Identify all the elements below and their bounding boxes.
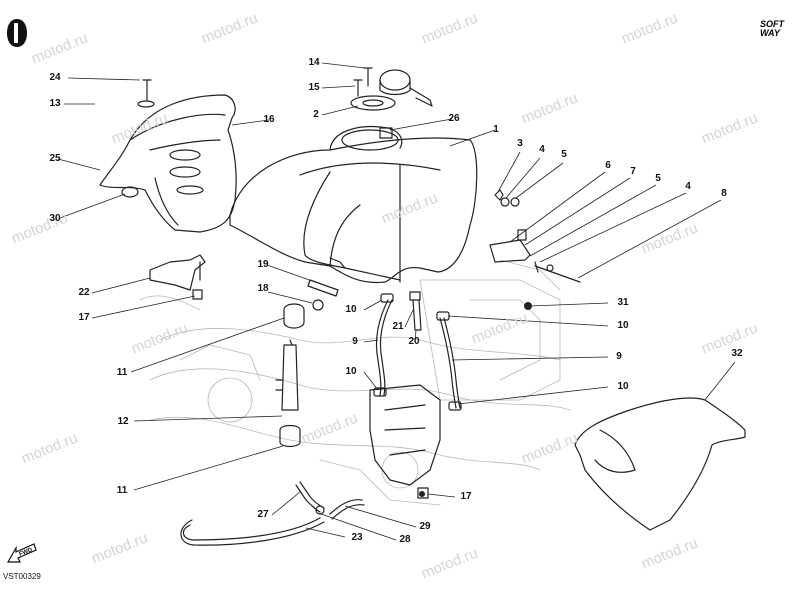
fwd-label: FWD bbox=[18, 547, 34, 558]
ducati-logo-icon bbox=[7, 19, 27, 47]
breather-hose bbox=[303, 171, 401, 281]
callout-5: 5 bbox=[561, 149, 567, 160]
callout-11b: 11 bbox=[116, 485, 128, 496]
fuel-hose-left bbox=[375, 299, 389, 396]
fuel-tank-ridge bbox=[329, 126, 403, 151]
callout-19: 19 bbox=[257, 259, 269, 270]
callout-5b: 5 bbox=[655, 173, 661, 184]
fuel-filter-assembly bbox=[369, 384, 441, 486]
rear-mount-bracket bbox=[489, 239, 531, 263]
callout-6: 6 bbox=[605, 160, 611, 171]
fwd-arrow-icon: FWD bbox=[6, 543, 37, 563]
tank-bracket bbox=[149, 254, 206, 291]
fuel-pump bbox=[281, 344, 299, 411]
callout-16: 16 bbox=[263, 114, 275, 125]
callout-2: 2 bbox=[313, 109, 319, 120]
callout-24: 24 bbox=[49, 72, 61, 83]
callout-18: 18 bbox=[257, 283, 269, 294]
callout-26: 26 bbox=[448, 113, 460, 124]
nut-31 bbox=[524, 302, 532, 310]
callout-32: 32 bbox=[731, 348, 743, 359]
callout-23: 23 bbox=[351, 532, 363, 543]
filler-neck bbox=[341, 129, 399, 151]
callout-10: 10 bbox=[345, 304, 357, 315]
callout-9: 9 bbox=[352, 336, 358, 347]
callout-17: 17 bbox=[78, 312, 90, 323]
callout-10d: 10 bbox=[617, 381, 629, 392]
lower-hose bbox=[182, 517, 321, 541]
callout-4: 4 bbox=[539, 144, 545, 155]
callout-29: 29 bbox=[419, 521, 431, 532]
callout-10c: 10 bbox=[617, 320, 629, 331]
callout-27: 27 bbox=[257, 509, 269, 520]
callout-3: 3 bbox=[517, 138, 523, 149]
callout-21: 21 bbox=[392, 321, 404, 332]
filler-cap bbox=[379, 69, 411, 91]
callout-20: 20 bbox=[408, 336, 420, 347]
fuel-pump-cap bbox=[283, 303, 305, 329]
callout-13: 13 bbox=[49, 98, 61, 109]
callout-22: 22 bbox=[78, 287, 90, 298]
engine-background bbox=[139, 259, 571, 506]
callout-11: 11 bbox=[116, 367, 128, 378]
callout-28: 28 bbox=[399, 534, 411, 545]
brand-line-1: SOFT bbox=[760, 19, 784, 29]
callout-17b: 17 bbox=[460, 491, 472, 502]
tank-cover bbox=[99, 94, 237, 233]
callout-25: 25 bbox=[49, 153, 61, 164]
callout-9b: 9 bbox=[616, 351, 622, 362]
callout-1: 1 bbox=[493, 124, 499, 135]
callout-12: 12 bbox=[117, 416, 129, 427]
heat-shield bbox=[574, 397, 746, 531]
callout-7: 7 bbox=[630, 166, 636, 177]
callout-31: 31 bbox=[617, 297, 629, 308]
brand-mark: SOFT WAY bbox=[760, 20, 794, 38]
callout-8: 8 bbox=[721, 188, 727, 199]
callout-15: 15 bbox=[308, 82, 320, 93]
brand-line-2: WAY bbox=[760, 28, 780, 38]
callout-4b: 4 bbox=[685, 181, 691, 192]
callout-10b: 10 bbox=[345, 366, 357, 377]
callout-14: 14 bbox=[308, 57, 320, 68]
fuel-pump-base bbox=[279, 424, 301, 448]
callout-30: 30 bbox=[49, 213, 61, 224]
drawing-code: VST00329 bbox=[3, 572, 41, 581]
